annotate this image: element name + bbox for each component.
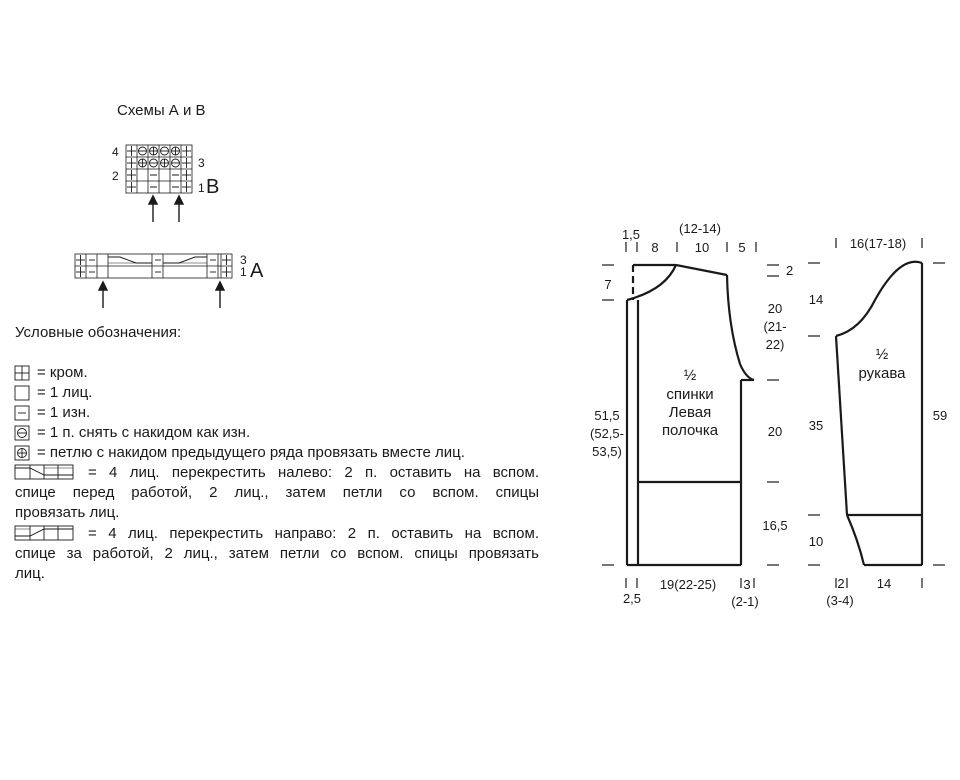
dim-top-neck-range: (12-14): [679, 221, 721, 236]
chart-a-row-1: 1: [240, 265, 247, 279]
dim-armhole-b: (21-: [763, 319, 786, 334]
legend-knit-yo: = петлю с накидом предыдущего ряда провя…: [37, 444, 465, 461]
slip-stitch-icon: [14, 425, 30, 441]
dim-left-7: 7: [604, 277, 611, 292]
body-labels: ½ спинки Левая полочка 1,5 (12-14) 8 10 …: [590, 221, 793, 609]
knit-stitch-icon: [14, 385, 30, 401]
body-label-half: ½: [684, 367, 697, 384]
dim-right-2: 2: [786, 263, 793, 278]
dim-length-a: 51,5: [594, 408, 619, 423]
charts-title: Схемы А и В: [117, 102, 206, 119]
sleeve-label-half: ½: [876, 346, 889, 363]
cable-left-icon: [14, 464, 74, 480]
dim-length-b: (52,5-: [590, 426, 624, 441]
chart-a: [74, 253, 233, 308]
legend-title: Условные обозначения:: [15, 324, 182, 341]
dim-top-shoulder: 1,5: [622, 227, 640, 242]
dim-top-8: 8: [651, 240, 658, 255]
chart-b-row-4: 4: [112, 145, 119, 159]
chart-b-label: B: [206, 176, 219, 198]
dim-rib-16-5: 16,5: [762, 518, 787, 533]
dim-sleeve-bottom-2: 2: [837, 576, 844, 591]
legend-cross-left-line1: = 4 лиц. перекрестить налево: 2 п. остав…: [88, 464, 539, 481]
body-label-left: Левая: [669, 404, 711, 421]
dim-sleeve-35: 35: [809, 418, 823, 433]
dim-sleeve-59: 59: [933, 408, 947, 423]
chart-b: [125, 144, 193, 222]
legend-slip: = 1 п. снять с накидом как изн.: [37, 424, 251, 441]
body-label-front: полочка: [662, 422, 719, 439]
knit-yo-icon: [14, 445, 30, 461]
purl-stitch-icon: [14, 405, 30, 421]
legend-purl: = 1 изн.: [37, 404, 91, 421]
chart-b-row-3: 3: [198, 156, 205, 170]
legend-cross-right-line3: лиц.: [15, 565, 45, 582]
legend-edge: = кром.: [37, 364, 88, 381]
legend-cross-left-line3: провязать лиц.: [15, 504, 120, 521]
legend-cross-right-line1: = 4 лиц. перекрестить направо: 2 п. оста…: [88, 525, 539, 542]
dim-length-c: 53,5): [592, 444, 622, 459]
chart-a-row-3: 3: [240, 253, 247, 267]
dim-bottom-width: 19(22-25): [660, 577, 716, 592]
sleeve-pattern: [808, 238, 945, 588]
legend-symbols: [14, 365, 74, 541]
dim-side-20: 20: [768, 424, 782, 439]
dim-sleeve-top-width: 16(17-18): [850, 236, 906, 251]
chart-b-row-2: 2: [112, 169, 119, 183]
dim-sleeve-cap-14: 14: [809, 292, 823, 307]
dim-bottom-3: 3: [743, 577, 750, 592]
dim-top-5: 5: [738, 240, 745, 255]
sleeve-label-text: рукава: [858, 365, 906, 382]
dim-sleeve-bottom-3-4: (3-4): [826, 593, 853, 608]
dim-top-10: 10: [695, 240, 709, 255]
sleeve-labels: ½ рукава 16(17-18) 14 35 10 59 2 (3-4) 1…: [809, 236, 947, 608]
chart-labels: 4 3 2 1 B 3 1 A: [112, 145, 264, 282]
chart-b-row-1: 1: [198, 181, 205, 195]
dim-bottom-2-5: 2,5: [623, 591, 641, 606]
dim-sleeve-bottom-14: 14: [877, 576, 891, 591]
cable-right-icon: [14, 525, 74, 541]
dim-bottom-2-1: (2-1): [731, 594, 758, 609]
body-label-back: спинки: [666, 386, 713, 403]
body-pattern: [602, 242, 779, 588]
dim-armhole-c: 22): [766, 337, 785, 352]
chart-a-label: A: [250, 260, 264, 282]
legend-cross-right-line2: спице за работой, 2 лиц., затем петли со…: [15, 545, 539, 562]
legend-knit: = 1 лиц.: [37, 384, 93, 401]
dim-armhole-a: 20: [768, 301, 782, 316]
dim-sleeve-cuff-10: 10: [809, 534, 823, 549]
legend-cross-left-line2: спице перед работой, 2 лиц., затем петли…: [15, 484, 539, 501]
